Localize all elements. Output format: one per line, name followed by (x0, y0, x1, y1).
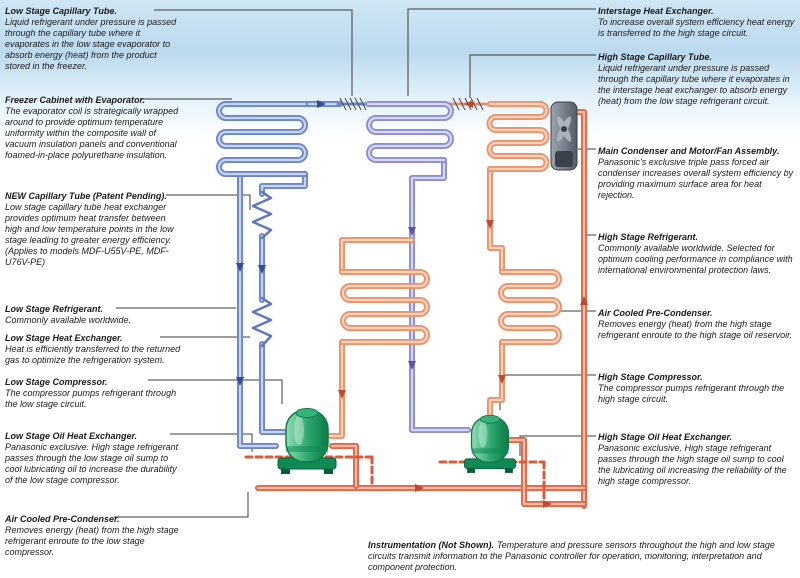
callout-low-stage-heat-exchanger: Low Stage Heat Exchanger. Heat is effici… (5, 333, 181, 366)
callout-title: NEW Capillary Tube (Patent Pending). (5, 191, 167, 201)
pipe (573, 109, 587, 509)
high-stage-compressor (464, 414, 516, 473)
callout-title: Air Cooled Pre-Condenser. (5, 514, 120, 524)
callout-high-stage-capillary-tube: High Stage Capillary Tube. Liquid refrig… (598, 52, 796, 107)
leader-line (114, 492, 249, 518)
flow-arrow (415, 484, 424, 492)
footnote-body: Temperature and pressure sensors through… (368, 540, 775, 572)
callout-title: Low Stage Compressor. (5, 377, 108, 387)
flow-arrow (408, 361, 416, 370)
callout-low-stage-refrigerant: Low Stage Refrigerant. Commonly availabl… (5, 304, 181, 326)
leader-line (519, 435, 596, 456)
callout-title: Low Stage Oil Heat Exchanger. (5, 431, 138, 441)
callout-air-cooled-pre-condenser-low: Air Cooled Pre-Condenser. Removes energy… (5, 514, 181, 558)
callout-low-stage-oil-heat-exchanger: Low Stage Oil Heat Exchanger. Panasonic … (5, 431, 181, 486)
instrumentation-note: Instrumentation (Not Shown).Temperature … (368, 540, 792, 573)
callout-body: Panasonic exclusive. High stage refriger… (5, 442, 179, 485)
callout-title: Low Stage Capillary Tube. (5, 6, 117, 16)
callout-body: The evaporator coil is strategically wra… (5, 106, 179, 160)
motor-fan-assembly (550, 101, 578, 171)
callout-main-condenser-fan: Main Condenser and Motor/Fan Assembly. P… (598, 146, 796, 201)
callout-body: Liquid refrigerant under pressure is pas… (5, 17, 177, 71)
callout-title: Interstage Heat Exchanger. (598, 6, 714, 16)
flow-arrow (408, 227, 416, 236)
callout-title: Low Stage Refrigerant. (5, 304, 104, 314)
callout-body: Liquid refrigerant under pressure is pas… (598, 63, 790, 106)
leader-line (407, 8, 596, 96)
callout-body: Low stage capillary tube heat exchanger … (5, 202, 174, 267)
flow-arrow (258, 265, 266, 274)
callout-new-capillary-tube: NEW Capillary Tube (Patent Pending). Low… (5, 191, 181, 268)
leader-line (148, 379, 283, 404)
callout-high-stage-oil-heat-exchanger: High Stage Oil Heat Exchanger. Panasonic… (598, 432, 796, 487)
flow-arrow (317, 100, 326, 108)
new-capillary-tube-zigzag (251, 190, 273, 240)
pipe (505, 437, 587, 507)
fan-blades-icon (556, 116, 572, 142)
flow-arrow (464, 100, 473, 108)
callout-title: High Stage Compressor. (598, 372, 703, 382)
callout-body: To increase overall system efficiency he… (598, 17, 795, 38)
pipe (327, 339, 345, 439)
freezer-evaporator-coil (216, 101, 308, 177)
callout-title: High Stage Capillary Tube. (598, 52, 712, 62)
callout-low-stage-capillary-tube: Low Stage Capillary Tube. Liquid refrige… (5, 6, 181, 72)
callout-body: The compressor pumps refrigerant through… (5, 388, 177, 409)
air-cooled-pre-condenser-coil-right (498, 269, 562, 345)
callout-air-cooled-pre-condenser-high: Air Cooled Pre-Condenser. Removes energy… (598, 308, 796, 341)
callout-title: High Stage Refrigerant. (598, 232, 699, 242)
callout-title: Freezer Cabinet with Evaporator. (5, 95, 146, 105)
callout-body: Removes energy (heat) from the high stag… (5, 525, 179, 557)
callout-title: Main Condenser and Motor/Fan Assembly. (598, 146, 780, 156)
callout-freezer-cabinet-evaporator: Freezer Cabinet with Evaporator. The eva… (5, 95, 181, 161)
flow-arrow (236, 377, 244, 386)
callout-body: Commonly available worldwide. Selected f… (598, 243, 793, 275)
low-stage-heat-exchanger-zigzag (251, 296, 273, 348)
flow-arrow (236, 263, 244, 272)
callout-body: The compressor pumps refrigerant through… (598, 383, 785, 404)
pipe (339, 237, 415, 275)
leader-line (469, 54, 596, 98)
flow-arrow (543, 500, 552, 508)
flow-arrow (498, 375, 506, 384)
low-stage-capillary-tube (336, 97, 370, 111)
callout-title: High Stage Oil Heat Exchanger. (598, 432, 733, 442)
callout-title: Air Cooled Pre-Condenser. (598, 308, 713, 318)
callout-high-stage-refrigerant: High Stage Refrigerant. Commonly availab… (598, 232, 796, 276)
pipe (259, 341, 287, 435)
callout-body: Heat is efficiently transferred to the r… (5, 344, 181, 365)
flow-arrow (338, 390, 346, 399)
flow-arrow (580, 296, 588, 305)
callout-high-stage-compressor: High Stage Compressor. The compressor pu… (598, 372, 796, 405)
footnote-title: Instrumentation (Not Shown). (368, 540, 494, 550)
callout-body: Panasonic's exclusive triple pass forced… (598, 157, 794, 200)
main-condenser-coil (486, 101, 550, 172)
leader-line (154, 9, 353, 96)
callout-interstage-heat-exchanger: Interstage Heat Exchanger. To increase o… (598, 6, 796, 39)
leader-line (166, 194, 251, 210)
pipe (409, 157, 471, 433)
flow-arrow (486, 220, 494, 229)
callout-body: Commonly available worldwide. (5, 315, 132, 325)
callout-title: Low Stage Heat Exchanger. (5, 333, 123, 343)
callout-body: Removes energy (heat) from the high stag… (598, 319, 793, 340)
callout-low-stage-compressor: Low Stage Compressor. The compressor pum… (5, 377, 181, 410)
flow-arrows (236, 100, 588, 508)
callout-body: Panasonic exclusive. High stage refriger… (598, 443, 787, 486)
low-stage-compressor (277, 408, 337, 474)
